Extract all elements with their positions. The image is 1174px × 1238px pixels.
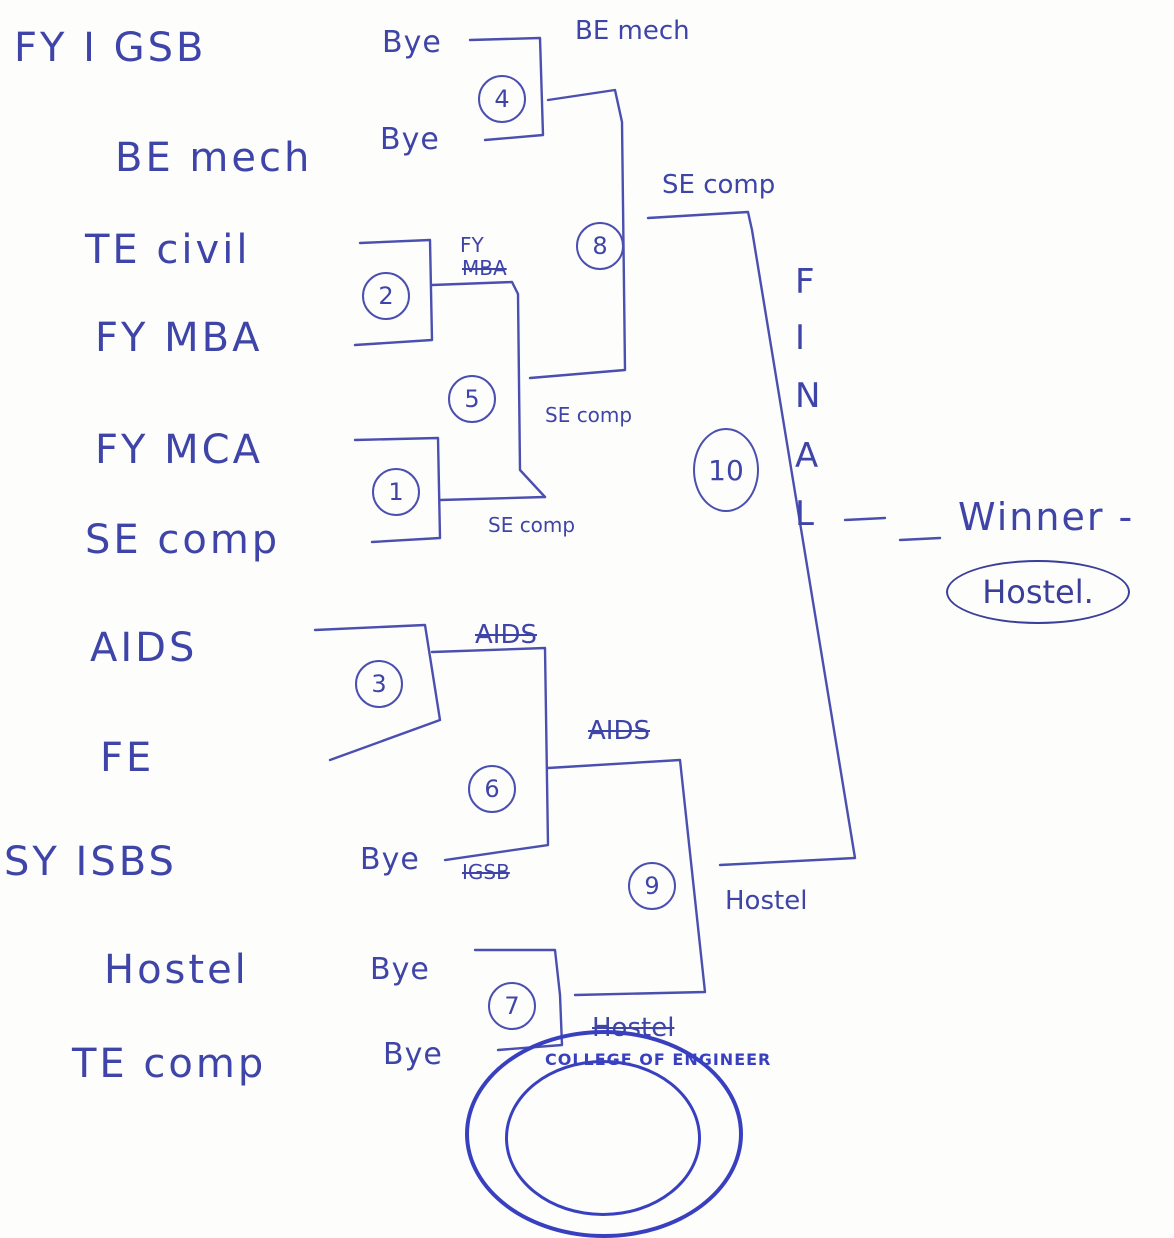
- final-letter: L: [795, 494, 814, 534]
- advance-label: SE comp: [662, 170, 776, 200]
- match-4-bracket: [468, 36, 545, 142]
- match-number: 6: [468, 765, 516, 813]
- team-name: FY MCA: [95, 427, 263, 473]
- seal-text: COLLEGE OF ENGINEER: [545, 1050, 772, 1069]
- final-letter: A: [795, 436, 819, 476]
- team-name: TE comp: [72, 1041, 267, 1087]
- bye-label: Bye: [380, 122, 440, 157]
- match-1-out-line: [438, 495, 547, 502]
- match-number: 4: [478, 75, 526, 123]
- advance-label: AIDS: [588, 716, 650, 746]
- team-name: BE mech: [115, 135, 313, 181]
- team-name: SY ISBS: [4, 839, 177, 885]
- winner-name: Hostel.: [946, 560, 1130, 624]
- final-line-a: [843, 516, 887, 522]
- match-8-left-bracket: [528, 88, 627, 380]
- team-name: FE: [100, 735, 155, 781]
- match-1-bracket: [353, 436, 442, 544]
- winner-label: Winner -: [958, 495, 1135, 539]
- match-number: 9: [628, 862, 676, 910]
- team-name: FY I GSB: [14, 25, 207, 71]
- match-number: 5: [448, 375, 496, 423]
- advance-label: SE comp: [488, 513, 576, 537]
- final-line-b: [898, 536, 942, 542]
- final-letter: I: [795, 318, 806, 358]
- bye-label: Bye: [383, 1037, 443, 1072]
- advance-label: BE mech: [575, 16, 690, 46]
- match-3-bracket: [313, 623, 442, 762]
- match-number: 1: [372, 468, 420, 516]
- bye-label: Bye: [382, 25, 442, 60]
- match-10-bracket: [646, 210, 857, 867]
- match-5-upper-bracket: [430, 280, 547, 499]
- team-name: SE comp: [85, 517, 281, 563]
- bye-label: Bye: [370, 952, 430, 987]
- bracket-sheet: FY I GSB BE mech TE civil FY MBA FY MCA …: [4, 16, 1135, 1238]
- match-6-bracket: [430, 646, 550, 862]
- advance-label: IGSB: [462, 860, 510, 884]
- match-number: 10: [693, 428, 759, 512]
- team-name: AIDS: [90, 625, 198, 671]
- advance-label: FY: [460, 233, 484, 257]
- final-letter: F: [795, 262, 815, 302]
- advance-label: SE comp: [545, 403, 633, 427]
- match-number: 2: [362, 272, 410, 320]
- match-number: 3: [355, 660, 403, 708]
- advance-label: AIDS: [475, 620, 537, 650]
- match-number: 7: [488, 982, 536, 1030]
- match-2-bracket: [353, 238, 434, 347]
- advance-label: MBA: [462, 256, 507, 280]
- match-9-bracket: [546, 758, 707, 997]
- match-number: 8: [576, 222, 624, 270]
- advance-label: Hostel: [725, 886, 808, 916]
- bye-label: Bye: [360, 842, 420, 877]
- team-name: Hostel: [104, 947, 249, 993]
- team-name: TE civil: [85, 227, 251, 273]
- team-name: FY MBA: [95, 315, 263, 361]
- college-seal-inner: [505, 1060, 701, 1216]
- final-letter: N: [795, 376, 821, 416]
